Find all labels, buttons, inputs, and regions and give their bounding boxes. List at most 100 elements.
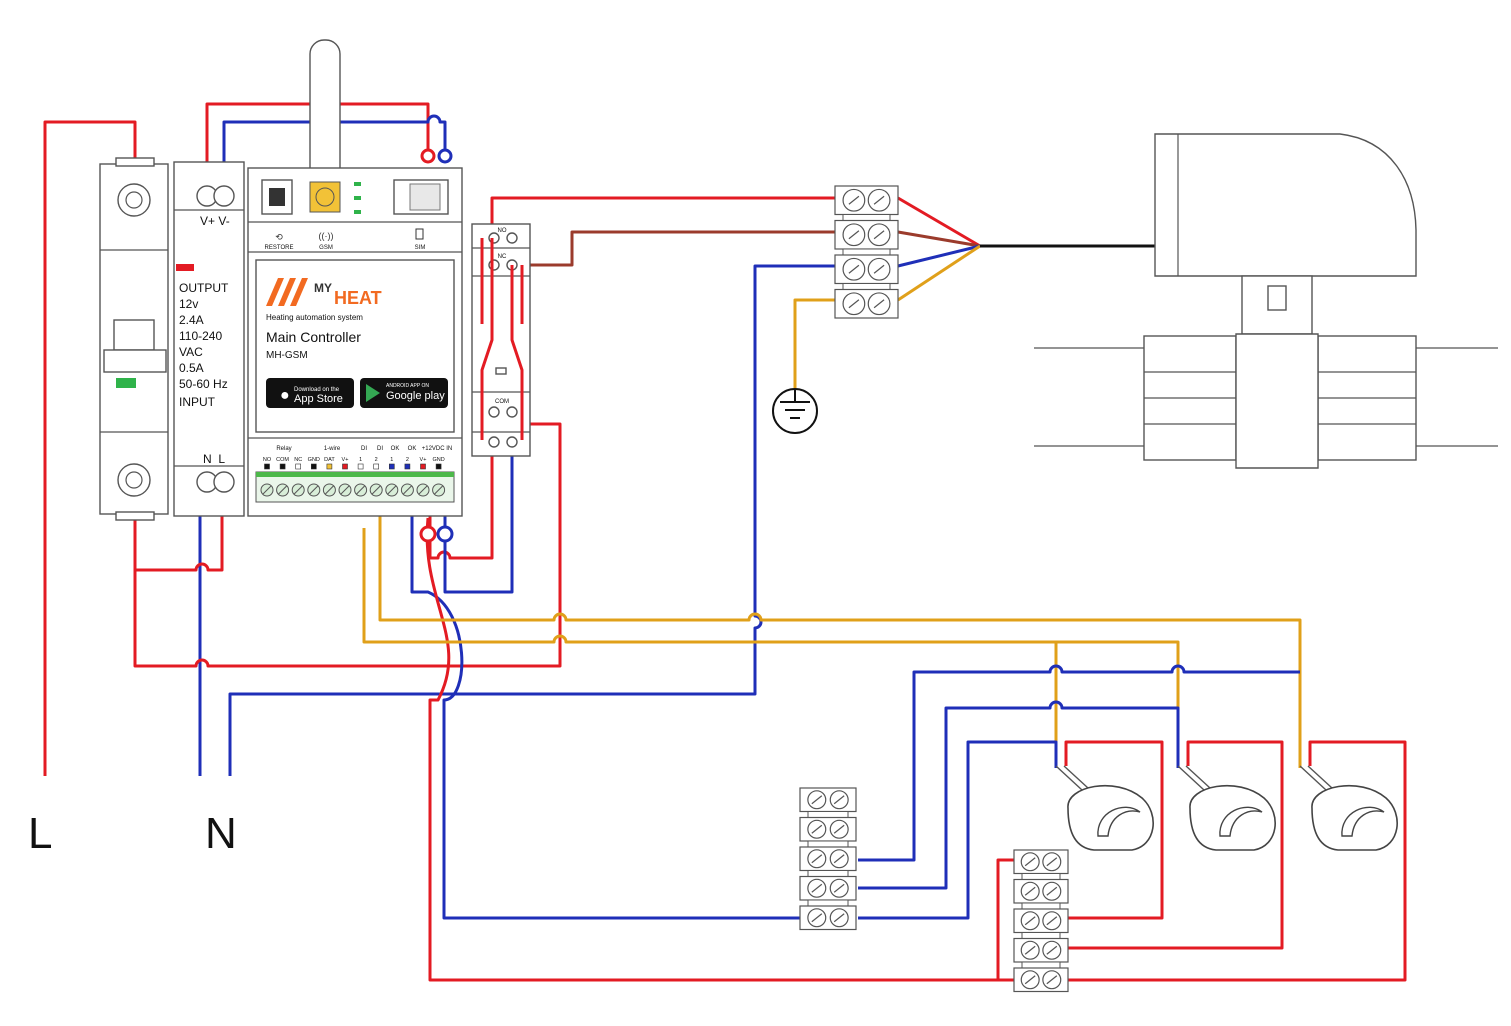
psu-input-label: INPUT [179,395,216,409]
svg-text:ANDROID APP ON: ANDROID APP ON [386,383,429,389]
ground-icon [772,388,818,434]
svg-text:Relay: Relay [276,446,291,452]
pin-label: 1 [359,457,362,463]
wire-signal-2 [362,528,1180,768]
controller-model: MH-GSM [266,350,308,361]
valve-terminal-block [834,185,899,319]
appstore-badge [266,378,354,408]
psu-frequency: 50-60 Hz [179,377,228,391]
gsm-signal-icon: ((·)) [319,231,334,241]
wire-sensor-red-3 [1068,740,1407,982]
svg-text:DI: DI [377,446,383,452]
label-N: N [205,809,237,858]
psu-voltage-out: 12v [179,297,198,311]
wire-phase-sensors [425,517,1015,982]
pin-dot [373,463,380,470]
myheat-logo-icon [266,278,308,306]
pin-dot [279,463,286,470]
wire-relay-nc-to-valve [512,230,835,267]
wire-relay-coil-blue [443,440,514,594]
pin-dot [435,463,442,470]
controller-tagline: Heating automation system [266,313,363,322]
connector-blue-top [437,148,453,164]
pin-label: COM [276,457,289,463]
wire-phase-L-in [43,120,137,776]
svg-text:DI: DI [361,446,367,452]
wire-sensor-red-1 [1064,740,1164,920]
relay-no-label: NO [498,228,507,234]
pin-dot [264,463,270,470]
wire-psu-vminus [222,114,447,162]
pin-label: DAT [324,457,335,463]
pin-label: NC [294,457,302,463]
screw-icon [117,463,151,497]
label-L: L [28,809,52,858]
sensor-terminal-block-right [1013,849,1069,993]
wire-ground [793,298,835,388]
svg-text:Google play: Google play [386,390,445,402]
svg-text:+12VDC IN: +12VDC IN [422,446,453,452]
wire-signal-1 [378,514,1302,768]
psu-current-out: 2.4A [179,313,204,327]
pin-dot [342,463,348,470]
wire-valve-blue [897,244,981,268]
brand-heat: HEAT [334,288,382,308]
wire-valve-brown [897,230,981,248]
leak-sensors [1055,765,1398,851]
wire-sensor-blue-3 [858,664,1300,862]
psu-voltage-in: 110-240 [179,329,222,343]
psu-bottom-terminals: N L [203,452,225,466]
motorized-valve-icon [1034,133,1498,469]
svg-text:OK: OK [391,446,400,452]
wire-phase-to-relay-com [133,422,562,668]
connector-red [419,525,437,543]
pin-label: GND [308,457,320,463]
wire-sensor-red-2 [1068,740,1284,950]
pin-dot [326,463,333,470]
wire-neutral-to-valve [228,264,835,776]
pin-dots [264,463,442,470]
terminal-screws [260,483,446,497]
sim-icon [415,228,424,240]
controller-title: Main Controller [266,329,361,345]
psu-current-in: 0.5A [179,361,204,375]
svg-text:Download on the: Download on the [294,387,340,393]
connector-blue [436,525,454,543]
relay-com-label: COM [495,399,509,405]
restore-icon: ⟲ [275,232,283,242]
wire-valve-red [897,196,981,248]
pin-dot [310,463,317,470]
brand-my: MY [314,281,332,295]
pin-label: NO [263,457,272,463]
screw-icon [117,183,151,217]
pin-label: 2 [406,457,409,463]
psu-output-label: OUTPUT [179,281,229,295]
sim-label: SIM [415,245,426,251]
psu-top-terminals: V+ V- [200,214,230,228]
wire-breaker-to-psu [133,514,224,572]
svg-text:OK: OK [408,446,417,452]
wire-valve-yellow [897,244,981,302]
circuit-breaker [99,157,169,521]
pin-dot [295,463,302,470]
relay-module: NO NC COM [471,223,531,457]
svg-text:App Store: App Store [294,393,343,405]
wire-sensor-blue-1 [858,740,1058,920]
relay-nc-label: NC [498,254,507,260]
apple-icon: ● [280,387,290,404]
pin-label: GND [432,457,444,463]
googleplay-badge [360,378,448,408]
wire-relay-no-to-valve [490,196,835,228]
svg-text:1-wire: 1-wire [324,446,341,452]
pin-label: 1 [390,457,393,463]
restore-label: RESTORE [265,245,294,251]
wire-sensor-blue-2 [858,700,1180,890]
connector-red-top [420,148,436,164]
pin-dot [404,463,411,470]
googleplay-icon [366,384,380,402]
wire-phase-distribution [996,858,1015,980]
pin-label: 2 [375,457,378,463]
main-controller: ⟲ ((·)) RESTORE GSM SIM MY HEAT Heating … [247,167,463,517]
